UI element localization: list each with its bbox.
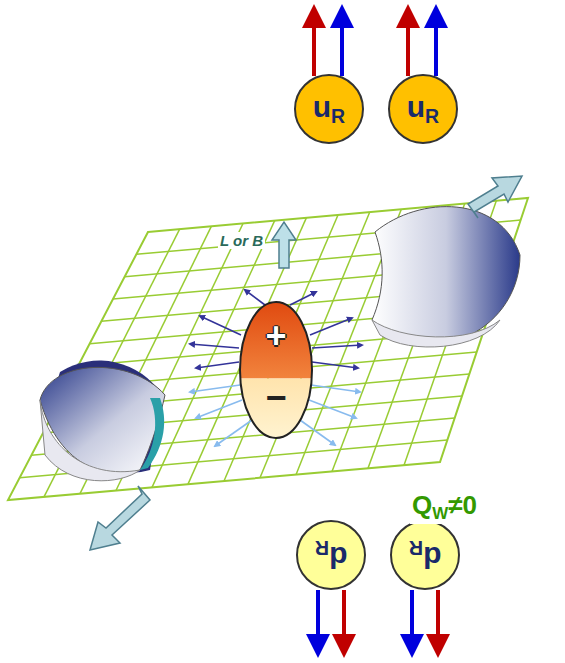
nucleus-left	[40, 361, 165, 550]
nucleus-right	[372, 176, 522, 347]
charge-ellipse: +−	[238, 300, 314, 440]
quark-label: uR	[407, 90, 439, 128]
spin-arrows-up	[314, 16, 436, 76]
quark-circle: uR	[388, 74, 458, 144]
topological-charge: QW≠0	[410, 490, 479, 524]
plus-sign: +	[265, 318, 286, 354]
reaction-plane-grid	[8, 198, 528, 500]
axis-label: L or B	[218, 232, 265, 249]
axis-arrow	[272, 222, 296, 268]
quark-label: dR	[409, 536, 441, 574]
minus-sign: −	[265, 380, 286, 416]
quark-circle: uR	[294, 74, 364, 144]
quark-label: uR	[313, 90, 345, 128]
quark-label: dR	[315, 536, 347, 574]
spin-arrows-down	[318, 590, 438, 646]
quark-circle: dR	[296, 520, 366, 590]
quark-circle: dR	[390, 520, 460, 590]
plane-outline	[8, 198, 528, 500]
